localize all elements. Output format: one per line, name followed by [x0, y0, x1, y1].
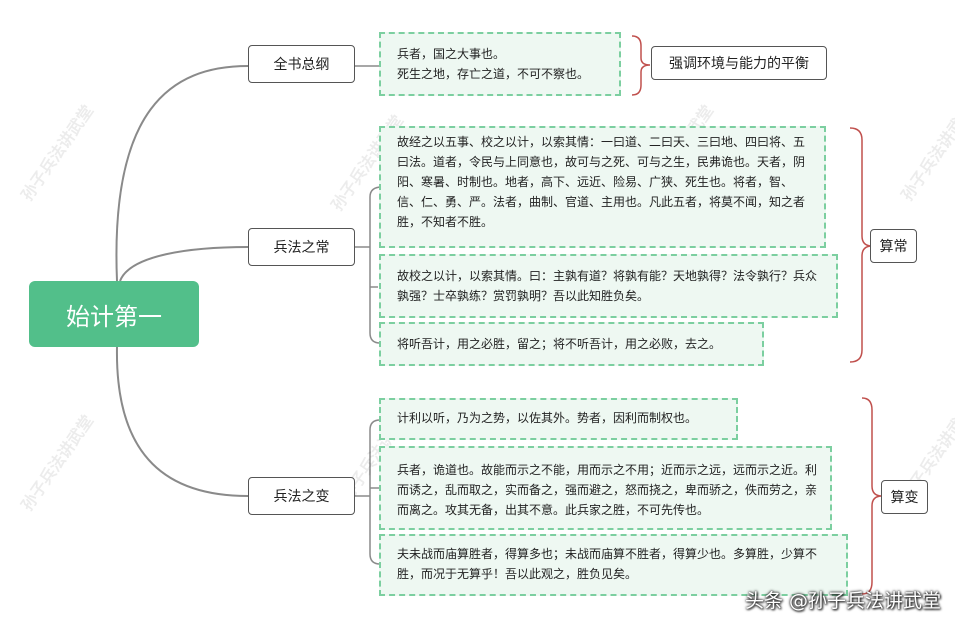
summary-balance[interactable]: 强调环境与能力的平衡	[651, 46, 827, 80]
connector-root-branch1	[115, 65, 249, 282]
summary-brace-3	[861, 397, 883, 595]
source-credit: 头条 @孙子兵法讲武堂	[744, 590, 941, 612]
summary-variation[interactable]: 算变	[881, 480, 928, 514]
note-deception[interactable]: 兵者，诡道也。故能而示之不能，用而示之不用；近而示之远，远而示之近。利而诱之，乱…	[379, 446, 832, 530]
note-momentum[interactable]: 计利以听，乃为之势，以佐其外。势者，因利而制权也。	[379, 398, 738, 440]
note-five-factors[interactable]: 故经之以五事、校之以计，以索其情：一曰道、二曰天、三曰地、四曰将、五曰法。道者，…	[379, 126, 826, 248]
connector-branch2-notes	[355, 186, 383, 344]
connector-root-branch2	[119, 246, 249, 282]
note-heed-plan[interactable]: 将听吾计，用之必胜，留之；将不听吾计，用之必败，去之。	[379, 322, 764, 366]
summary-brace-2	[849, 127, 873, 363]
root-topic[interactable]: 始计第一	[29, 281, 199, 347]
note-seven-assessments[interactable]: 故校之以计，以索其情。曰：主孰有道？将孰有能？天地孰得？法令孰行？兵众孰强？士卒…	[379, 254, 838, 318]
note-overview[interactable]: 兵者，国之大事也。 死生之地，存亡之道，不可不察也。	[379, 32, 621, 96]
topic-constant[interactable]: 兵法之常	[248, 228, 355, 266]
connector-root-branch3	[115, 346, 249, 497]
summary-constant[interactable]: 算常	[870, 229, 917, 263]
topic-variation[interactable]: 兵法之变	[248, 477, 355, 515]
note-calculation[interactable]: 夫未战而庙算胜者，得算多也；未战而庙算不胜者，得算少也。多算胜，少算不胜，而况于…	[379, 534, 848, 596]
summary-brace-1	[631, 35, 651, 96]
topic-overview[interactable]: 全书总纲	[248, 45, 355, 83]
connector-branch3-notes	[355, 419, 381, 565]
